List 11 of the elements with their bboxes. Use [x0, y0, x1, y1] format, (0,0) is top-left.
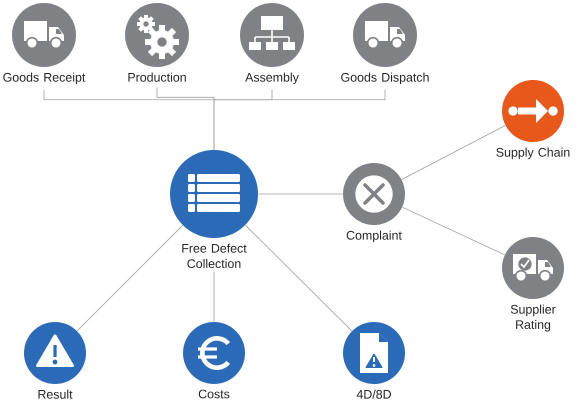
node-label: Complaint — [346, 230, 402, 242]
node-label: Result — [38, 390, 72, 399]
node-label: Goods Receipt — [3, 72, 86, 84]
node-label: Costs — [198, 390, 230, 398]
node-label: Supply Chain — [496, 148, 570, 160]
node-label: Production — [128, 72, 186, 82]
node-label: 4D/8D — [356, 390, 391, 399]
node-label: Goods Dispatch — [341, 72, 429, 84]
node-label: Free Defect Collection — [182, 244, 247, 268]
node-label: Supplier Rating — [510, 304, 556, 332]
node-label: Assembly — [245, 72, 299, 84]
